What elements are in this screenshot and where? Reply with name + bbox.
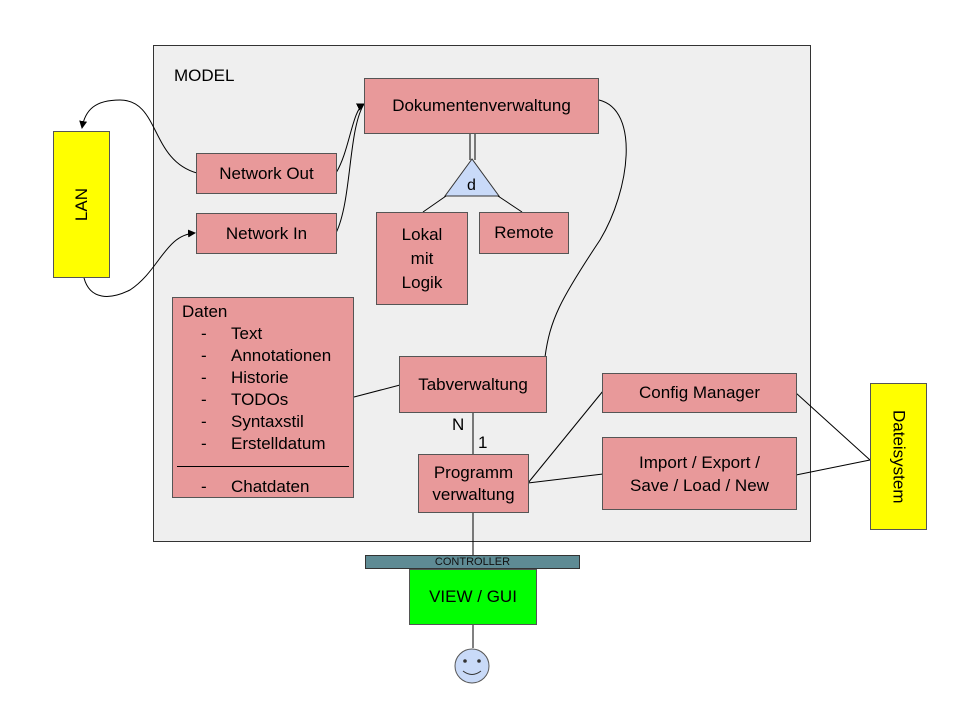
daten-item-todos: TODOs: [231, 390, 289, 409]
programm-import-line: [527, 473, 604, 484]
network-out-doc-line: [335, 103, 365, 174]
lokal-box: Lokal mit Logik: [376, 212, 468, 305]
daten-title: Daten: [182, 302, 228, 321]
daten-item-syntaxstil: Syntaxstil: [231, 412, 304, 431]
remote-label: Remote: [494, 223, 554, 242]
daten-item-chatdaten: Chatdaten: [231, 477, 310, 496]
programm-line-2: verwaltung: [432, 484, 515, 504]
network-out-label: Network Out: [219, 163, 314, 183]
list-dash: -: [201, 477, 207, 496]
doc-tab-line: [544, 99, 627, 358]
model-label: MODEL: [174, 66, 235, 85]
cardinality-n: N: [452, 415, 465, 434]
view-gui-label: VIEW / GUI: [429, 587, 517, 606]
programm-config-line: [527, 390, 604, 484]
lokal-line-3: Logik: [401, 272, 443, 292]
daten-box: Daten - Text - Annotationen - Historie - TOD…: [172, 297, 354, 498]
config-dateisystem-line: [795, 392, 871, 461]
remote-box: Remote: [479, 212, 569, 254]
list-dash: -: [201, 434, 207, 453]
list-item: - Erstelldatum: [201, 433, 331, 455]
daten-chat-item: - Chatdaten: [201, 476, 309, 498]
tabverwaltung-label: Tabverwaltung: [418, 374, 528, 394]
list-item: - Text: [201, 323, 331, 345]
network-in-box: Network In: [196, 213, 337, 254]
lan-box: LAN: [53, 131, 110, 278]
view-gui-box: VIEW / GUI: [409, 569, 537, 625]
dateisystem-box: Dateisystem: [870, 383, 927, 530]
list-dash: -: [201, 412, 207, 431]
disjoint-triangle: [444, 158, 500, 197]
lokal-line-1: Lokal: [401, 224, 443, 244]
list-item: - Annotationen: [201, 345, 331, 367]
list-dash: -: [201, 346, 207, 365]
lan-label: LAN: [71, 187, 91, 222]
daten-tab-line: [353, 384, 401, 398]
daten-list: - Text - Annotationen - Historie - TODOs - Sy…: [201, 323, 331, 455]
daten-divider: [177, 466, 349, 467]
daten-item-erstelldatum: Erstelldatum: [231, 434, 326, 453]
import-line-2: Save / Load / New: [630, 475, 769, 495]
network-out-box: Network Out: [196, 153, 337, 194]
daten-item-annotationen: Annotationen: [231, 346, 332, 365]
import-export-box: Import / Export / Save / Load / New: [602, 437, 797, 510]
triangle-remote-line: [497, 195, 523, 213]
import-line-1: Import / Export /: [639, 452, 760, 472]
user-smiley-icon: [454, 648, 490, 684]
programmverwaltung-box: Programm verwaltung: [418, 454, 529, 513]
lokal-line-2: mit: [410, 248, 434, 268]
network-in-label: Network In: [225, 223, 308, 243]
config-manager-box: Config Manager: [602, 373, 797, 413]
list-dash: -: [201, 390, 207, 409]
list-dash: -: [201, 324, 207, 343]
network-in-doc-line: [335, 103, 365, 234]
list-item: - TODOs: [201, 389, 331, 411]
controller-bar: CONTROLLER: [365, 555, 580, 569]
cardinality-one: 1: [478, 433, 488, 452]
list-item: - Historie: [201, 367, 331, 389]
dokumentenverwaltung-label: Dokumentenverwaltung: [392, 96, 571, 115]
list-item: - Syntaxstil: [201, 411, 331, 433]
tabverwaltung-box: Tabverwaltung: [399, 356, 547, 413]
config-manager-label: Config Manager: [639, 383, 760, 402]
disjoint-label: d: [467, 177, 476, 194]
lan-network-out-line: [79, 99, 198, 174]
import-dateisystem-line: [795, 459, 871, 476]
dokumentenverwaltung-box: Dokumentenverwaltung: [364, 78, 599, 134]
lan-network-in-line: [83, 229, 196, 297]
programm-line-1: Programm: [433, 462, 514, 482]
daten-item-historie: Historie: [231, 368, 289, 387]
triangle-lokal-line: [422, 195, 447, 213]
list-dash: -: [201, 368, 207, 387]
dateisystem-label: Dateisystem: [889, 409, 909, 504]
daten-item-text: Text: [231, 324, 263, 343]
